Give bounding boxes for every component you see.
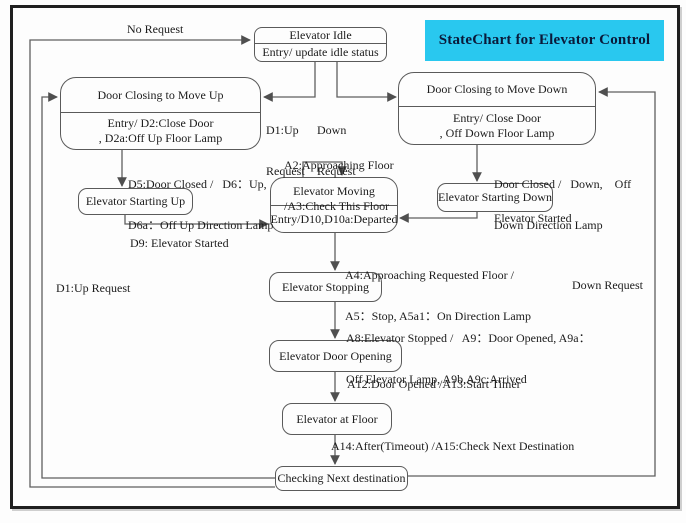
- title-banner-text: StateChart for Elevator Control: [438, 32, 651, 48]
- label-no-request: No Request: [127, 22, 184, 36]
- state-door-closing-to-move-up-title: Door Closing to Move Up: [97, 87, 224, 102]
- state-elevator-starting-down-title: Elevator Starting Down: [438, 190, 552, 204]
- label-a2-a3: A2:Approaching Floor /A3:Check This Floo…: [284, 158, 394, 213]
- state-elevator-door-opening: Elevator Door Opening: [269, 340, 402, 372]
- state-elevator-at-floor-title: Elevator at Floor: [296, 411, 378, 426]
- label-d1-up-request-left: D1:Up Request: [56, 281, 131, 295]
- state-elevator-stopping-title: Elevator Stopping: [282, 279, 369, 294]
- state-elevator-idle: Elevator Idle Entry/ update idle status: [254, 27, 387, 62]
- state-door-closing-to-move-up-body: Entry/ D2:Close Door , D2a:Off Up Floor …: [61, 112, 260, 149]
- state-door-closing-to-move-up: Door Closing to Move Up Entry/ D2:Close …: [60, 77, 261, 150]
- state-elevator-moving-title: Elevator Moving: [293, 184, 375, 198]
- state-elevator-starting-up: Elevator Starting Up: [78, 188, 193, 215]
- state-door-closing-to-move-down: Door Closing to Move Down Entry/ Close D…: [398, 72, 596, 145]
- state-elevator-starting-up-title: Elevator Starting Up: [85, 194, 186, 208]
- state-elevator-door-opening-title: Elevator Door Opening: [279, 348, 392, 363]
- state-elevator-moving: Elevator Moving Entry/D10,D10a:Departed: [270, 177, 398, 233]
- label-down-request-right: Down Request: [572, 278, 643, 292]
- label-d5-d6: D5:Door Closed / D6：Up, D6a：Off Up Direc…: [128, 177, 274, 232]
- label-d1-up-request-top: D1:Up Request: [266, 123, 305, 178]
- label-d9-elevator-started: D9: Elevator Started: [130, 236, 229, 250]
- label-down-request-top: Down Request: [317, 123, 356, 178]
- diagram-border-frame: [10, 5, 680, 509]
- door-down-body-line2: , Off Down Floor Lamp: [439, 125, 555, 140]
- state-elevator-idle-title: Elevator Idle: [289, 28, 352, 42]
- state-elevator-starting-down: Elevator Starting Down: [437, 183, 553, 212]
- label-door-closed-down: Door Closed / Down, Off Down Direction L…: [494, 177, 632, 232]
- state-elevator-idle-body: Entry/ update idle status: [255, 43, 386, 61]
- state-elevator-at-floor: Elevator at Floor: [282, 403, 392, 435]
- state-door-closing-to-move-down-body: Entry/ Close Door , Off Down Floor Lamp: [399, 106, 595, 144]
- door-up-body-line1: Entry/ D2:Close Door: [107, 116, 214, 130]
- label-elevator-started: Elevator Started: [494, 211, 572, 225]
- state-checking-next-destination: Checking Next destination: [275, 466, 408, 491]
- label-a12-a13: A12:Door Opened /A13:Start Timer: [347, 377, 521, 391]
- door-up-body-line2: , D2a:Off Up Floor Lamp: [98, 131, 223, 145]
- state-checking-next-destination-title: Checking Next destination: [277, 471, 406, 485]
- label-a8-a9: A8:Elevator Stopped / A9：Door Opened, A9…: [346, 331, 591, 386]
- state-elevator-stopping: Elevator Stopping: [269, 272, 382, 302]
- label-a4-a5: A4:Approaching Requested Floor / A5：Stop…: [345, 268, 531, 323]
- title-banner: StateChart for Elevator Control: [425, 20, 664, 61]
- label-a14-a15: A14:After(Timeout) /A15:Check Next Desti…: [331, 439, 575, 453]
- door-down-body-line1: Entry/ Close Door: [453, 110, 541, 125]
- state-door-closing-to-move-down-title: Door Closing to Move Down: [426, 82, 568, 96]
- state-elevator-moving-body: Entry/D10,D10a:Departed: [271, 205, 397, 232]
